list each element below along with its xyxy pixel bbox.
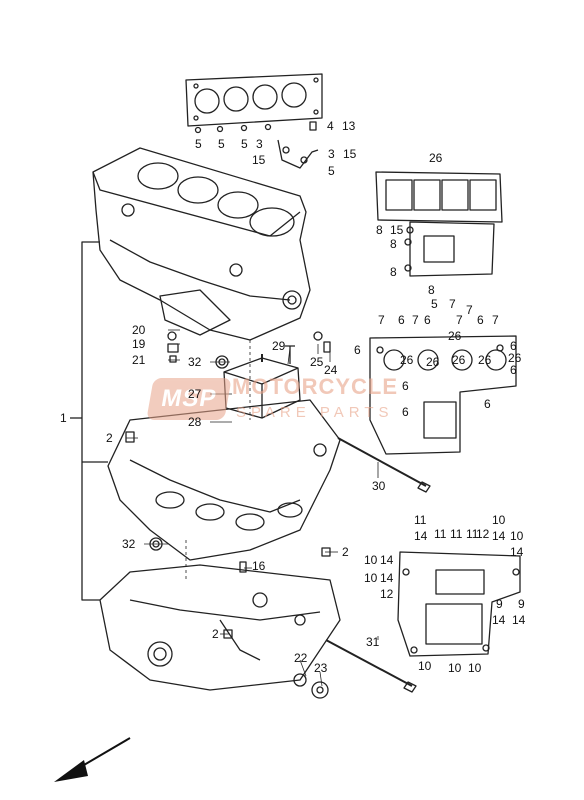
callout-14: 14 [492,613,506,627]
callout-25: 25 [310,355,324,369]
callout-6: 6 [398,313,405,327]
callout-10: 10 [364,553,378,567]
callout-6: 6 [477,313,484,327]
callout-8: 8 [390,265,397,279]
callout-15: 15 [390,223,404,237]
inset-middle-case-view [369,335,517,455]
callout-28: 28 [188,415,202,429]
callout-14: 14 [414,529,428,543]
callout-20: 20 [132,323,146,337]
callout-14: 14 [510,545,524,559]
callout-26: 26 [400,353,414,367]
callout-11: 11 [466,527,479,541]
assembly-bracket-1 [70,241,108,601]
callout-10: 10 [468,661,482,675]
callout-7: 7 [492,313,499,327]
middle-crankcase [107,399,341,561]
callout-11: 11 [414,513,427,527]
callout-6: 6 [484,397,491,411]
callout-7: 7 [449,297,456,311]
callout-4: 4 [327,119,334,133]
callout-11: 11 [434,527,447,541]
callout-6: 6 [402,379,409,393]
inset-lower-case-view [397,551,521,657]
callout-26: 26 [448,329,462,343]
callout-10: 10 [364,571,378,585]
callout-14: 14 [380,571,394,585]
callout-5: 5 [328,164,335,178]
callout-26: 26 [452,353,466,367]
callout-2: 2 [342,545,349,559]
callout-32: 32 [122,537,136,551]
callout-32: 32 [188,355,202,369]
callout-9: 9 [496,597,503,611]
callout-5: 5 [195,137,202,151]
callout-14: 14 [380,553,394,567]
callout-6: 6 [424,313,431,327]
callout-31: 31 [366,635,380,649]
watermark-sub: SPARE PARTS [236,404,394,421]
callout-7: 7 [412,313,419,327]
oil-pipe-bracket [277,139,319,169]
callout-3: 3 [328,147,335,161]
inset-upper-case-view [375,171,503,277]
callout-14: 14 [512,613,526,627]
callout-11: 11 [450,527,463,541]
callout-5: 5 [218,137,225,151]
callout-6: 6 [510,339,517,353]
callout-23: 23 [314,661,328,675]
callout-8: 8 [390,237,397,251]
callout-1: 1 [60,411,67,425]
gasket-dowel-pins [194,121,317,134]
callout-16: 16 [252,559,266,573]
callout-7: 7 [466,303,473,317]
crankcase-bolts [325,437,431,693]
callout-21: 21 [132,353,146,367]
callout-6: 6 [402,405,409,419]
callout-5: 5 [431,297,438,311]
callout-10: 10 [418,659,432,673]
cylinder-head-gasket [185,73,323,127]
callout-15: 15 [343,147,357,161]
callout-10: 10 [448,661,462,675]
watermark-brand: MOTORCYCLE [232,374,399,399]
front-direction-arrow [54,737,131,782]
callout-24: 24 [324,363,338,377]
callout-5: 5 [241,137,248,151]
callout-7: 7 [456,313,463,327]
callout-2: 2 [106,431,113,445]
callout-8: 8 [376,223,383,237]
callout-26: 26 [508,351,522,365]
callout-26: 26 [478,353,492,367]
callout-22: 22 [294,651,308,665]
callout-3: 3 [256,137,263,151]
lower-crankcase [99,564,341,691]
callout-8: 8 [428,283,435,297]
callout-10: 10 [510,529,524,543]
upper-crankcase-block [92,147,311,341]
callout-6: 6 [354,343,361,357]
callout-19: 19 [132,337,146,351]
dowel-pins [125,431,331,639]
callout-13: 13 [342,119,356,133]
callout-15: 15 [252,153,266,167]
callout-29: 29 [272,339,286,353]
callout-12: 12 [476,527,490,541]
callout-9: 9 [518,597,525,611]
callout-14: 14 [492,529,506,543]
callout-27: 27 [188,387,202,401]
callout-7: 7 [378,313,385,327]
callout-26: 26 [426,355,440,369]
callout-12: 12 [380,587,394,601]
callout-30: 30 [372,479,386,493]
callout-6: 6 [510,363,517,377]
callout-10: 10 [492,513,506,527]
callout-26: 26 [429,151,443,165]
callout-2: 2 [212,627,219,641]
dashed-assembly-lines [185,340,251,580]
